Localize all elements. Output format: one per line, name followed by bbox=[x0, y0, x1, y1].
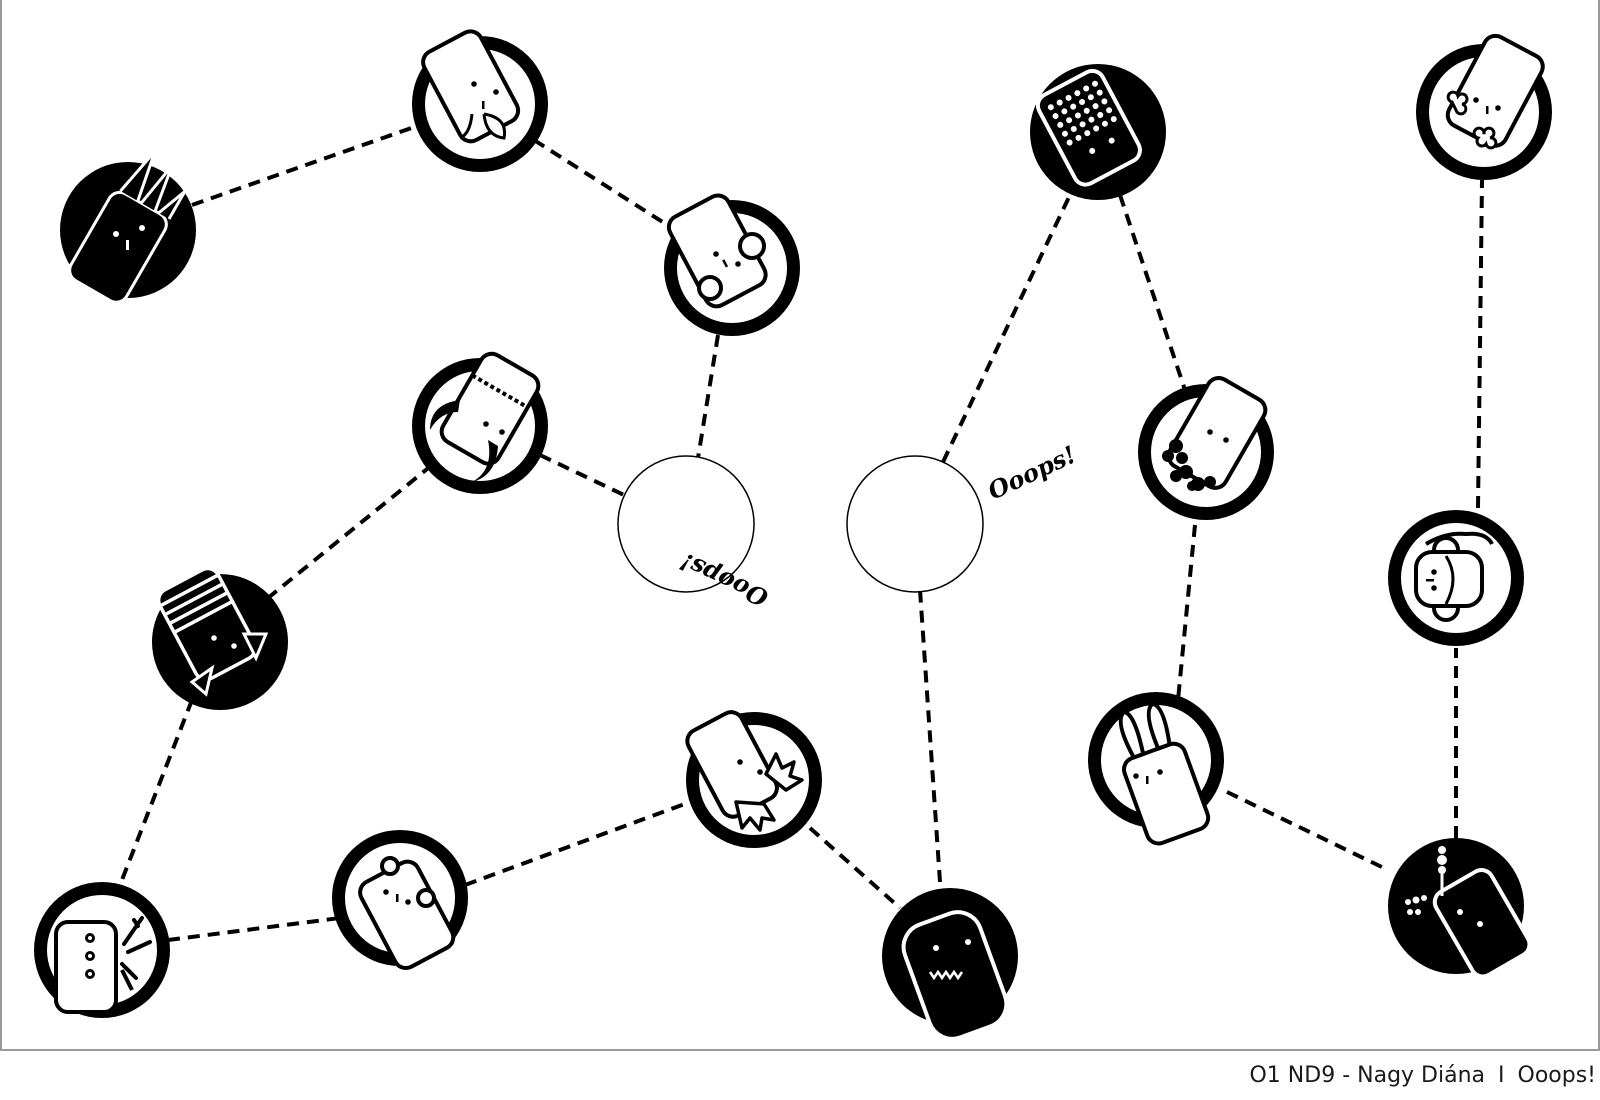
token-monkey[interactable] bbox=[1388, 510, 1524, 646]
token-bunny[interactable] bbox=[1088, 692, 1224, 847]
board-frame bbox=[0, 0, 1600, 1051]
token-bear[interactable] bbox=[332, 830, 468, 972]
path-line bbox=[118, 699, 194, 886]
token-zebra-striped[interactable] bbox=[152, 564, 288, 710]
footer-title: Ooops! bbox=[1517, 1063, 1596, 1088]
path-line bbox=[167, 916, 341, 942]
token-fox[interactable] bbox=[683, 708, 822, 848]
connection-lines bbox=[118, 123, 1484, 942]
path-line bbox=[808, 826, 902, 910]
path-line bbox=[918, 589, 942, 883]
empty-slot-left[interactable] bbox=[617, 455, 755, 593]
path-line bbox=[1176, 524, 1197, 701]
path-line bbox=[941, 194, 1072, 463]
token-mouse[interactable] bbox=[664, 191, 800, 336]
footer-separator: I bbox=[1498, 1063, 1505, 1088]
footer-author: Nagy Diána bbox=[1357, 1063, 1486, 1088]
footer-separator: - bbox=[1342, 1063, 1351, 1088]
path-line bbox=[1476, 179, 1484, 509]
footer-code: O1 ND9 bbox=[1249, 1063, 1336, 1088]
path-line bbox=[266, 463, 434, 600]
token-crocodile[interactable] bbox=[882, 888, 1018, 1046]
game-board: Ooops! Ooops! bbox=[0, 0, 1600, 1051]
footer-caption: O1 ND9 - Nagy Diána I Ooops! bbox=[1249, 1060, 1596, 1092]
path-line bbox=[1118, 194, 1187, 391]
token-rabbit-long-ears[interactable] bbox=[60, 143, 197, 307]
token-goat-horns[interactable] bbox=[412, 349, 548, 494]
empty-slot-right[interactable] bbox=[846, 455, 984, 593]
token-sheep[interactable] bbox=[1416, 32, 1552, 180]
token-ladybug-spotted[interactable] bbox=[1030, 64, 1166, 200]
path-line bbox=[696, 334, 720, 459]
token-cow[interactable] bbox=[412, 27, 548, 172]
path-line bbox=[1226, 790, 1389, 872]
path-line bbox=[539, 453, 625, 497]
path-line bbox=[532, 138, 674, 230]
path-line bbox=[191, 123, 421, 207]
token-lion[interactable] bbox=[1138, 374, 1274, 520]
token-peacock[interactable] bbox=[1388, 838, 1534, 981]
token-giraffe[interactable] bbox=[34, 882, 170, 1018]
